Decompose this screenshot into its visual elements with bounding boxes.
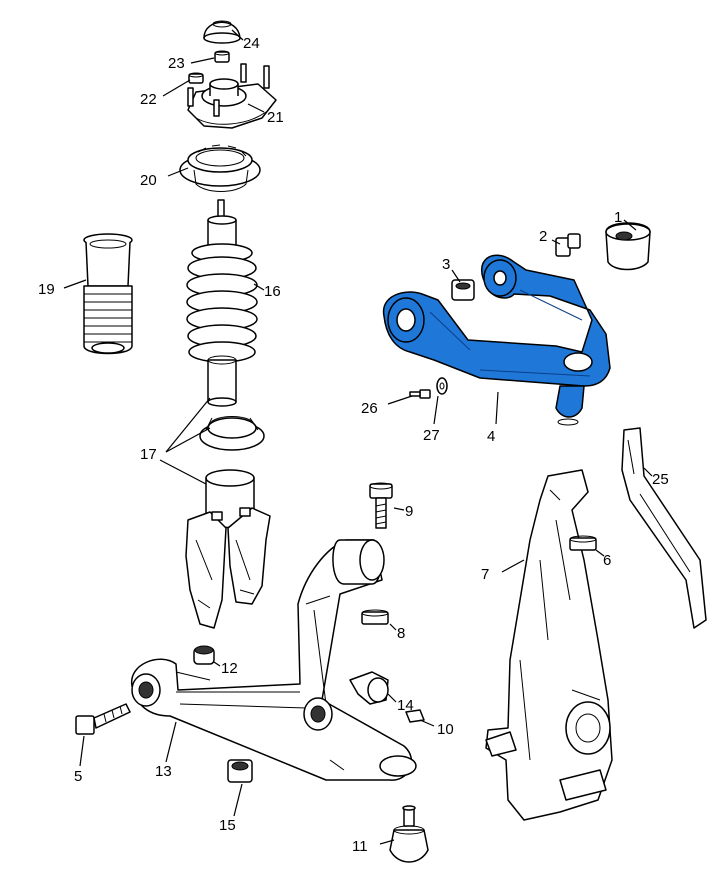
part-3-nut: [451, 279, 475, 301]
callout-23: 23: [168, 55, 185, 72]
callout-16: 16: [264, 283, 281, 300]
part-26-bolt: [409, 389, 431, 399]
callout-22: 22: [140, 91, 157, 108]
leader-lines: [63, 29, 653, 845]
callout-13: 13: [155, 763, 172, 780]
callout-5: 5: [74, 768, 82, 785]
part-6-nut: [569, 535, 597, 551]
part-21-strut-mount: [187, 63, 277, 129]
callout-10: 10: [437, 721, 454, 738]
part-15-nut: [227, 759, 253, 783]
part-8-nut: [361, 609, 389, 625]
callout-24: 24: [243, 35, 260, 52]
part-14-stud: [349, 671, 389, 705]
part-17-knuckle-bracket: [185, 469, 271, 629]
callout-9: 9: [405, 503, 413, 520]
callout-4: 4: [487, 428, 495, 445]
part-13-lower-control-arm: [131, 539, 417, 781]
part-17-isolator: [199, 416, 265, 451]
callout-7: 7: [481, 566, 489, 583]
callout-20: 20: [140, 172, 157, 189]
callout-26: 26: [361, 400, 378, 417]
callout-21: 21: [267, 109, 284, 126]
part-12-bushing: [193, 645, 215, 665]
callout-25: 25: [652, 471, 669, 488]
part-11-ball-joint: [389, 805, 429, 863]
callout-14: 14: [397, 697, 414, 714]
callout-labels: 1 2 3 4 5 6 7 8 9 10 11 12 13 14 15 16 1…: [38, 35, 669, 855]
part-1-bushing: [605, 222, 651, 271]
part-16-coil-spring-shock: [186, 199, 258, 407]
callout-6: 6: [603, 552, 611, 569]
callout-11: 11: [352, 838, 368, 855]
part-7-steering-knuckle: [485, 469, 613, 821]
part-9-bolt: [369, 482, 393, 529]
part-24-cap: [203, 20, 241, 44]
callout-19: 19: [38, 281, 55, 298]
callout-2: 2: [539, 228, 547, 245]
callout-17: 17: [140, 446, 157, 463]
part-23-nut: [214, 50, 230, 63]
callout-1: 1: [614, 209, 622, 226]
callout-15: 15: [219, 817, 236, 834]
callout-3: 3: [442, 256, 450, 273]
callout-8: 8: [397, 625, 405, 642]
part-22-nut: [188, 72, 204, 84]
part-10-nut: [405, 709, 425, 723]
part-2-bolt: [555, 233, 581, 257]
part-5-bolt: [75, 703, 131, 735]
callout-27: 27: [423, 427, 440, 444]
part-4-upper-control-arm: [382, 254, 611, 426]
callout-12: 12: [221, 660, 238, 677]
part-25-bracket: [621, 427, 707, 629]
part-19-dust-boot: [83, 233, 133, 355]
part-20-bearing: [179, 144, 261, 192]
part-27-washer: [436, 377, 448, 395]
